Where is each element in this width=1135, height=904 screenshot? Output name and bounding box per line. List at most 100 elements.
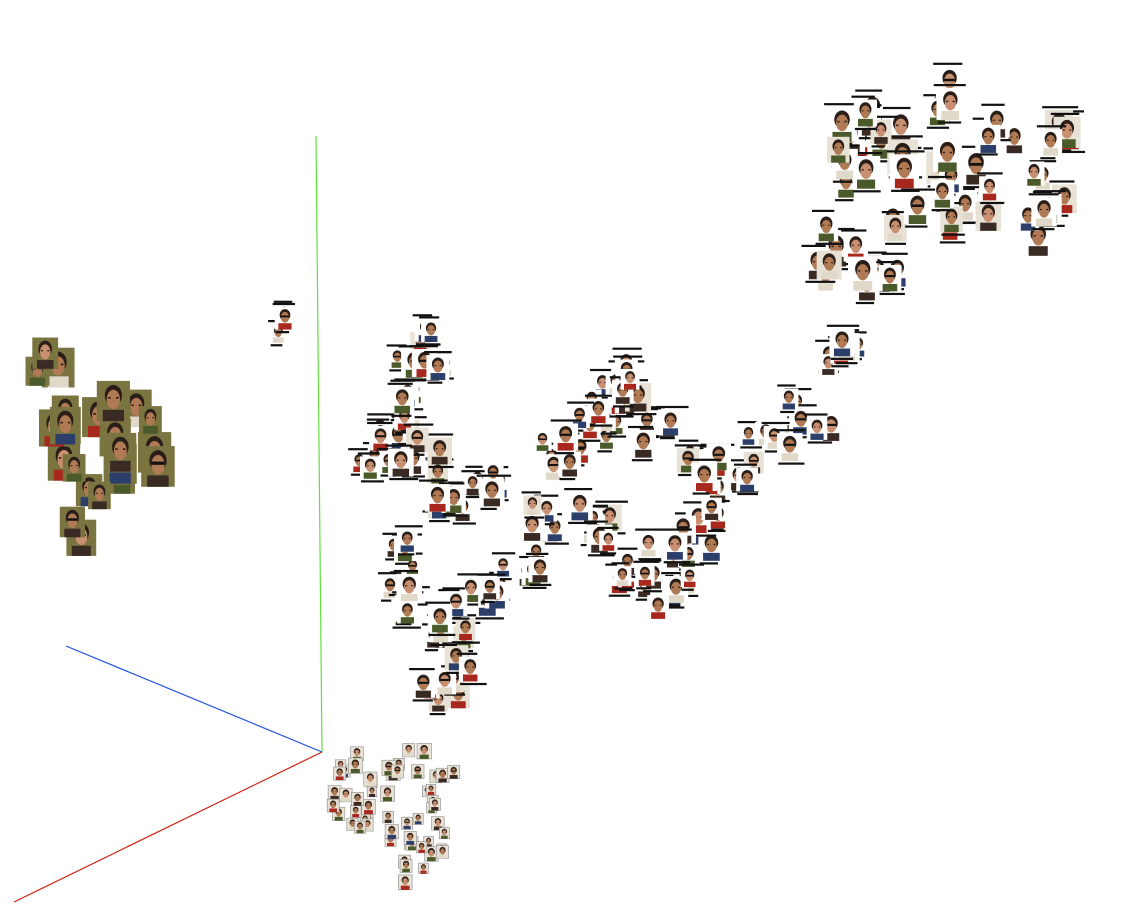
face-thumbnail <box>827 136 850 163</box>
face-thumbnail <box>584 394 617 427</box>
face-thumbnail <box>382 810 394 824</box>
face-thumbnail <box>567 401 595 432</box>
face-thumbnail <box>380 785 395 802</box>
face-thumbnail <box>139 406 162 434</box>
face-thumbnail <box>433 669 457 695</box>
face-thumbnail <box>633 560 660 590</box>
face-thumbnail <box>933 84 966 124</box>
face-thumbnail <box>977 172 1005 205</box>
face-thumbnail <box>49 406 81 445</box>
face-thumbnail <box>333 766 347 781</box>
x-axis-line <box>13 751 323 903</box>
face-thumbnail <box>678 563 705 591</box>
face-thumbnail <box>533 430 552 451</box>
face-thumbnail <box>812 209 844 245</box>
face-thumbnail <box>688 458 722 495</box>
face-thumbnail <box>347 757 363 774</box>
face-thumbnail <box>737 421 762 449</box>
face-thumbnail <box>425 601 456 637</box>
face-thumbnail <box>734 463 759 496</box>
face-thumbnail <box>397 601 418 624</box>
face-thumbnail <box>461 470 486 499</box>
face-thumbnail <box>876 261 905 296</box>
face-thumbnail <box>597 526 619 555</box>
face-thumbnail <box>660 528 692 564</box>
face-thumbnail <box>804 413 833 444</box>
face-thumbnail <box>456 652 487 686</box>
face-thumbnail <box>423 836 434 848</box>
face-thumbnail <box>477 573 506 604</box>
face-thumbnail <box>361 818 374 832</box>
face-thumbnail <box>564 488 597 525</box>
face-thumbnail <box>428 797 441 811</box>
face-thumbnail <box>424 351 452 384</box>
face-thumbnail <box>402 743 416 758</box>
face-cluster-top-right <box>801 62 1086 305</box>
face-thumbnail <box>62 454 86 482</box>
face-thumbnail <box>1028 193 1059 231</box>
face-thumbnail <box>1023 161 1045 186</box>
face-thumbnail <box>541 513 569 545</box>
face-thumbnail <box>521 491 545 519</box>
face-thumbnail <box>611 562 633 590</box>
face-thumbnail <box>354 820 366 834</box>
face-thumbnail <box>438 827 450 840</box>
face-thumbnail <box>435 767 450 783</box>
face-thumbnail <box>357 452 384 483</box>
face-thumbnail <box>928 175 955 212</box>
face-thumbnail <box>447 765 461 780</box>
face-thumbnail <box>777 384 799 414</box>
face-thumbnail <box>96 380 130 422</box>
face-thumbnail <box>32 337 59 369</box>
face-cluster-left-olive <box>25 337 175 556</box>
face-thumbnail <box>933 138 962 172</box>
face-thumbnail <box>327 785 342 801</box>
face-thumbnail <box>550 419 582 455</box>
z-axis-line <box>65 645 323 753</box>
face-thumbnail <box>88 481 111 510</box>
face-cluster-bottom-small <box>326 743 461 891</box>
face-thumbnail <box>491 552 516 581</box>
face-thumbnail <box>848 256 878 291</box>
face-thumbnail <box>620 369 640 390</box>
face-thumbnail <box>701 497 722 520</box>
face-cluster-center <box>348 314 868 716</box>
face-thumbnail <box>104 432 137 472</box>
face-thumbnail <box>656 405 689 440</box>
face-thumbnail <box>476 474 512 511</box>
face-thumbnail <box>425 784 437 796</box>
face-thumbnail <box>851 95 877 131</box>
face-thumbnail <box>272 302 296 334</box>
face-thumbnail <box>403 831 417 845</box>
face-thumbnail <box>416 841 428 854</box>
face-thumbnail <box>326 798 340 813</box>
coordinate-axes <box>13 135 323 903</box>
face-thumbnail <box>367 421 396 455</box>
face-thumbnail <box>385 444 419 481</box>
face-thumbnail <box>937 202 965 236</box>
face-thumbnail <box>412 813 424 825</box>
face-thumbnail <box>556 447 585 481</box>
face-thumbnail <box>424 846 439 862</box>
face-thumbnail <box>419 316 441 346</box>
face-thumbnail <box>394 525 423 556</box>
face-thumbnail <box>418 862 429 874</box>
face-thumbnails <box>25 62 1086 891</box>
face-thumbnail <box>349 805 362 818</box>
face-thumbnail <box>366 786 378 798</box>
face-thumbnail <box>363 771 378 787</box>
face-thumbnail <box>424 433 454 469</box>
face-thumbnail <box>774 429 805 465</box>
face-thumbnail <box>391 764 404 779</box>
face-thumbnail <box>409 668 436 702</box>
face-thumbnail <box>976 124 1001 153</box>
face-thumbnail <box>351 792 364 807</box>
face-thumbnail <box>1036 125 1067 160</box>
face-thumbnail <box>886 150 925 192</box>
face-thumbnail <box>647 595 670 619</box>
face-thumbnail <box>975 201 1002 231</box>
face-thumbnail <box>881 211 907 245</box>
face-thumbnail <box>816 250 842 280</box>
face-thumbnail <box>695 528 725 565</box>
